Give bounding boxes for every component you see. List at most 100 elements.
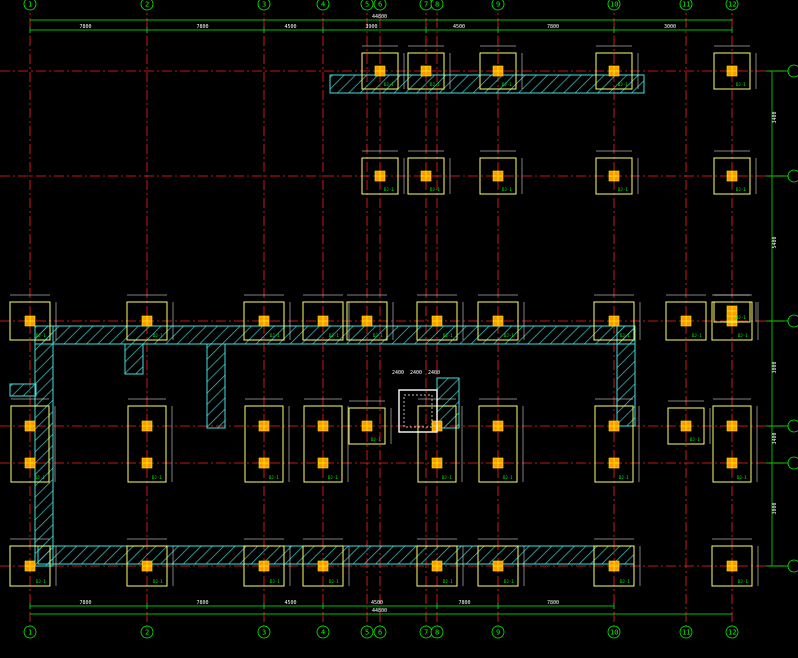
- grid-bubble-top-5: 5: [360, 0, 374, 11]
- footing-tag: DJ-1: [384, 187, 394, 192]
- footing-outline: [593, 545, 635, 587]
- footing-8: DJ-1: [595, 150, 639, 195]
- top-span-label: 4500: [285, 24, 297, 30]
- footing-outline: [595, 157, 633, 195]
- right-dim-label: 3000: [772, 361, 778, 373]
- footing-22: DJ-1: [127, 398, 173, 483]
- footing-outline: [665, 301, 707, 341]
- footing-33: DJ-1: [243, 538, 291, 587]
- footing-outline: [346, 301, 388, 341]
- pit-label: 2400: [410, 370, 422, 376]
- grid-bubble-top-2: 2: [140, 0, 154, 11]
- footing-6: DJ-1: [479, 150, 523, 195]
- footing-tag: DJ-1: [620, 333, 630, 338]
- footing-outline: [303, 405, 343, 483]
- grid-bubble-top-11: 11: [679, 0, 693, 11]
- footing-tag: DJ-1: [430, 82, 440, 87]
- footing-tag: DJ-1: [736, 82, 746, 87]
- grid-bubble-bottom-10: 10: [607, 625, 621, 639]
- grid-bubble-label: 8: [435, 1, 439, 9]
- footing-23: DJ-1: [244, 398, 290, 483]
- footing-outline: [479, 157, 517, 195]
- top-overall-dimension: 44800: [372, 14, 387, 20]
- grid-bubble-circle: [316, 0, 330, 11]
- grid-bubble-label: 2: [145, 1, 149, 9]
- grid-bubble-circle: [491, 0, 505, 11]
- grid-bubble-circle: [725, 0, 739, 11]
- grid-bubble-label: 3: [262, 629, 266, 637]
- footing-tag: DJ-1: [329, 333, 339, 338]
- footing-tag: DJ-1: [152, 475, 162, 480]
- top-span-label: 3900: [366, 24, 378, 30]
- grid-bubble-label: 3: [262, 1, 266, 9]
- footing-30: DJ-1: [667, 400, 711, 445]
- footing-tag: DJ-1: [430, 187, 440, 192]
- footing-outline: [407, 52, 445, 90]
- bottom-span-label: 7800: [547, 600, 559, 606]
- footing-outline: [243, 545, 285, 587]
- ground-beam-7: [616, 325, 636, 427]
- right-dim-label: 3400: [772, 111, 778, 123]
- grid-bubble-top-10: 10: [607, 0, 621, 11]
- grid-bubble-circle: [373, 0, 387, 11]
- footing-29: DJ-1: [348, 400, 392, 445]
- grid-bubble-label: 12: [728, 629, 736, 637]
- footing-11: DJ-1: [9, 294, 57, 341]
- footing-tag: DJ-1: [373, 333, 383, 338]
- grid-bubble-bottom-7: 7: [419, 625, 433, 639]
- grid-bubble-circle: [140, 625, 154, 639]
- bottom-span-label: 4500: [285, 600, 297, 606]
- footing-28: DJ-1: [712, 398, 758, 483]
- footing-outline: [479, 52, 517, 90]
- grid-bubble-right-6: [787, 559, 798, 573]
- ground-beam-5: [206, 343, 226, 429]
- grid-bubble-label: 7: [424, 629, 428, 637]
- grid-bubble-top-8: 8: [430, 0, 444, 11]
- top-span-label: 7800: [80, 24, 92, 30]
- footing-tag: DJ-1: [443, 579, 453, 584]
- grid-bubble-label: 7: [424, 1, 428, 9]
- grid-bubble-circle: [360, 625, 374, 639]
- grid-bubble-label: 6: [378, 629, 382, 637]
- footing-tag: DJ-1: [328, 475, 338, 480]
- ground-beam-1: [329, 74, 645, 94]
- footing-tag: DJ-1: [36, 579, 46, 584]
- footing-32: DJ-1: [126, 538, 174, 587]
- footing-outline: [243, 301, 285, 341]
- footing-35: DJ-1: [416, 538, 464, 587]
- footing-outline: [126, 545, 168, 587]
- grid-bubble-right-5: [787, 456, 798, 470]
- grid-bubble-circle: [257, 0, 271, 11]
- grid-bubble-circle: [430, 625, 444, 639]
- grid-bubble-circle: [257, 625, 271, 639]
- footing-15: DJ-1: [346, 294, 394, 341]
- grid-bubble-label: 11: [682, 629, 690, 637]
- grid-bubble-top-6: 6: [373, 0, 387, 11]
- footing-9: DJ-1: [713, 45, 757, 90]
- grid-bubble-bottom-9: 9: [491, 625, 505, 639]
- grid-bubble-label: 12: [728, 1, 736, 9]
- footing-outline: [593, 301, 635, 341]
- right-dim-label: 3000: [772, 502, 778, 514]
- footing-outline: [711, 545, 753, 587]
- footing-3: DJ-1: [407, 45, 451, 90]
- footing-tag: DJ-1: [153, 333, 163, 338]
- footing-outline: [416, 301, 458, 341]
- footing-outline: [244, 405, 284, 483]
- footing-outline: [416, 545, 458, 587]
- grid-bubble-circle: [679, 625, 693, 639]
- grid-bubble-top-4: 4: [316, 0, 330, 11]
- grid-bubble-label: 8: [435, 629, 439, 637]
- footing-tag: DJ-1: [36, 333, 46, 338]
- footing-outline: [594, 405, 634, 483]
- ground-beam-3: [34, 325, 54, 567]
- footing-tag: DJ-1: [504, 579, 514, 584]
- grid-bubble-circle: [491, 625, 505, 639]
- grid-bubble-label: 2: [145, 629, 149, 637]
- ground-beam-9: [9, 383, 37, 397]
- grid-bubble-bottom-3: 3: [257, 625, 271, 639]
- footing-7: DJ-1: [595, 45, 639, 90]
- footing-37: DJ-1: [593, 538, 641, 587]
